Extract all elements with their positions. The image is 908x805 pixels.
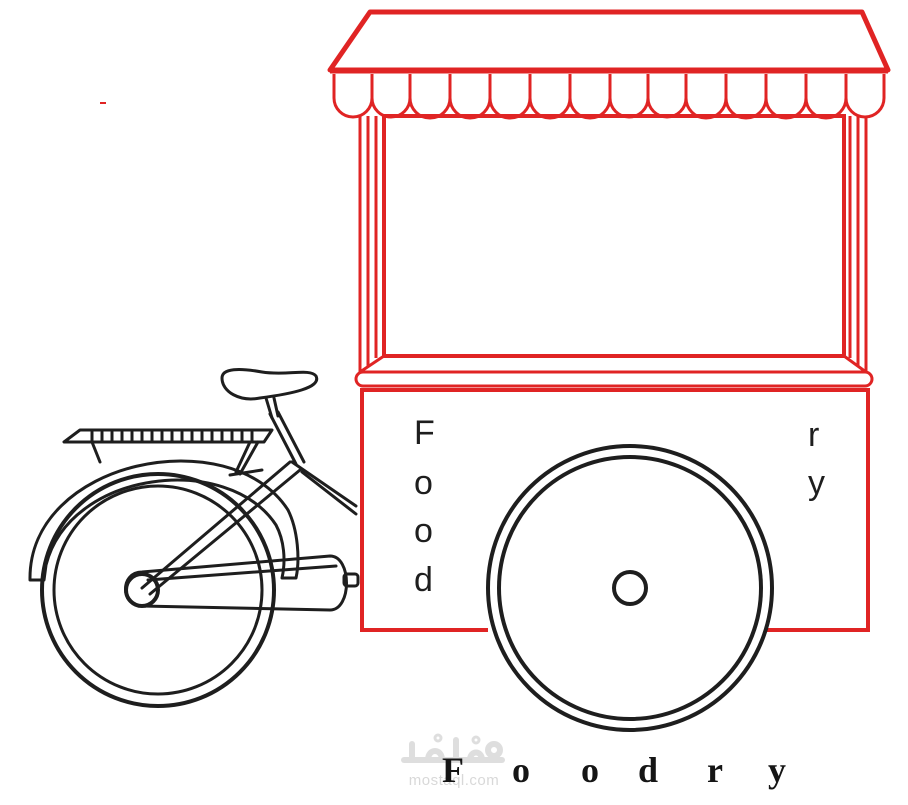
awning [327,9,891,120]
rear-fender [28,459,300,582]
cart-label-letter: r [808,416,820,454]
awning-scallops [332,74,886,120]
awning-roof [327,9,891,73]
display-window [382,114,846,358]
cart-wheel-hub [612,570,648,606]
mostaql-watermark: mostaql.com [398,730,510,792]
rear-rack [62,428,274,476]
brand-letter: o [512,750,530,790]
cart-frame [354,114,874,388]
rear-wheel [40,472,276,708]
cart-body [360,388,870,632]
saddle [220,368,319,401]
rear-hub [124,572,160,608]
cart-label-letter: o [414,512,433,550]
brand-letter: F [442,750,464,790]
cart-label-letter: y [808,464,825,502]
watermark-text: mostaql.com [408,772,500,789]
brand-letter: r [707,750,723,790]
counter-shelf [354,370,874,388]
mostaql-logo [401,733,505,763]
cart-label-letter: o [414,464,433,502]
brand-letter: y [768,750,786,790]
brand-letter: d [638,750,659,790]
chain-guard [124,554,348,612]
bicycle [28,368,360,708]
cart-label-letter: d [414,561,433,599]
brand-letter: o [581,750,599,790]
cart-label-letter: F [414,414,435,452]
cart-wheel [486,444,774,732]
